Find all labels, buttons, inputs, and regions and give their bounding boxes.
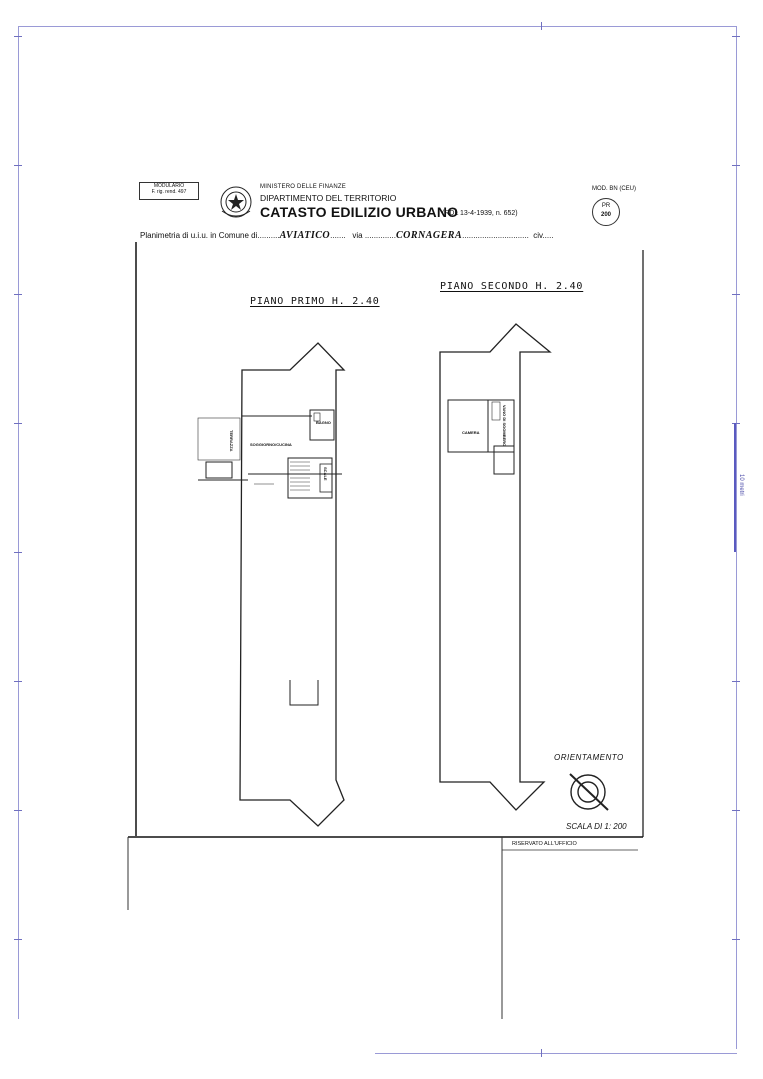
comune-value: AVIATICO (279, 230, 331, 241)
modulario-ref: F. rig. rend. 497 (151, 189, 187, 195)
document-title: CATASTO EDILIZIO URBANO (260, 204, 459, 220)
modulario-label: MODULARIO (153, 183, 185, 189)
model-code: MOD. BN (CEU) (592, 186, 636, 192)
frame-tick (14, 294, 22, 295)
stamp-top: PR (601, 203, 611, 209)
frame-tick (14, 165, 22, 166)
republic-emblem-icon (220, 186, 252, 218)
room-scale: SCALE (323, 467, 328, 481)
frame-tick (14, 36, 22, 37)
frame-tick (732, 423, 740, 424)
stamp-bottom: 200 (600, 212, 611, 218)
frame-tick (14, 552, 22, 553)
frame-tick (732, 294, 740, 295)
frame-tick (14, 423, 22, 424)
frame-tick (541, 22, 542, 30)
room-terrazza: TERRAZZA (229, 430, 234, 452)
frame-tick (732, 939, 740, 940)
stamp-badge: PR 200 (592, 198, 620, 226)
riservato-label: RISERVATO ALL'UFFICIO (512, 841, 577, 847)
ministry-label: MINISTERO DELLE FINANZE (260, 184, 346, 190)
orientation-label: ORIENTAMENTO (554, 753, 624, 762)
department-label: DIPARTIMENTO DEL TERRITORIO (260, 193, 397, 203)
frame-tick (14, 681, 22, 682)
frame-left (18, 26, 19, 1019)
modulario-box: MODULARIO F. rig. rend. 497 (139, 182, 199, 200)
floor-second-label: PIANO SECONDO H. 2.40 (440, 281, 584, 292)
law-reference: (RDL 13-4-1939, n. 652) (442, 210, 518, 217)
frame-top (18, 26, 736, 27)
frame-right (736, 26, 737, 1049)
via-label: via (352, 231, 363, 240)
scale-marker-label: 10 metri (738, 474, 744, 496)
frame-tick (732, 36, 740, 37)
room-vano: VANO DI SGOMBERO (502, 405, 507, 447)
frame-tick (732, 810, 740, 811)
planimetry-prefix: Planimetria di u.i.u. in Comune di (140, 231, 258, 240)
room-soggiorno: SOGGIORNO/CUCINA (250, 442, 292, 447)
floor-first-label: PIANO PRIMO H. 2.40 (250, 296, 380, 307)
scale-marker-bar (734, 423, 736, 552)
planimetry-line: Planimetria di u.i.u. in Comune di......… (140, 230, 554, 241)
frame-tick (732, 165, 740, 166)
frame-tick (14, 939, 22, 940)
via-value: CORNAGERA (395, 230, 463, 241)
compass-icon (569, 773, 609, 811)
frame-tick (732, 681, 740, 682)
frame-tick (541, 1049, 542, 1057)
scale-label: SCALA DI 1: 200 (566, 822, 627, 831)
civ-label: civ. (533, 231, 545, 240)
frame-tick (14, 810, 22, 811)
frame-bottom (375, 1053, 737, 1054)
room-camera: CAMERA (462, 430, 480, 435)
room-bagno: BAGNO (316, 420, 331, 425)
